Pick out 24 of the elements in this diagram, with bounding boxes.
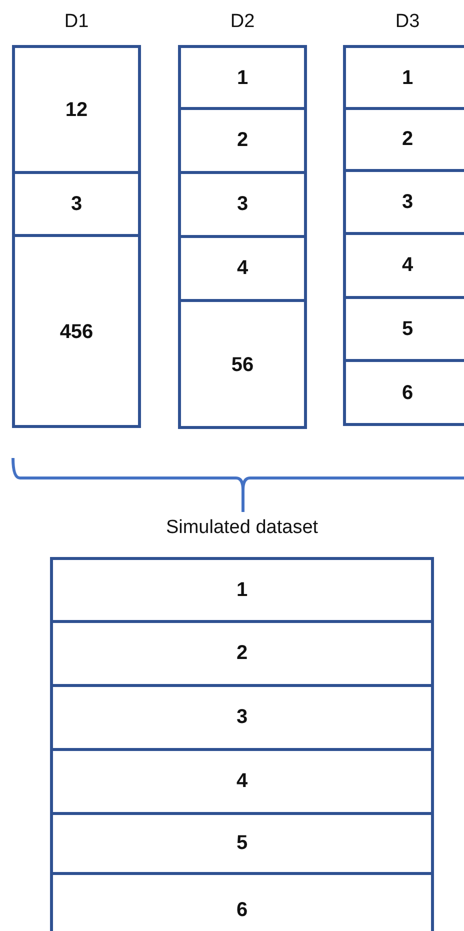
table-cell: 2 [181,107,304,171]
table-cell: 56 [181,299,304,428]
table-cell: 2 [53,620,431,684]
table-cell: 5 [53,812,431,872]
table-cell: 4 [346,232,464,296]
table-cell: 12 [15,48,138,172]
table-cell: 6 [346,359,464,425]
table-heading: Simulated dataset [166,517,318,539]
table-heading: D2 [230,11,255,33]
table-heading: D3 [395,11,420,33]
table-cell: 3 [181,171,304,235]
table-cell: 1 [181,48,304,108]
table-heading: D1 [64,11,89,33]
table-cell: 3 [53,684,431,748]
table-cell: 456 [15,234,138,427]
table-cell: 1 [53,560,431,621]
table-cell: 5 [346,296,464,359]
table-cell: 2 [346,107,464,169]
table-cell: 6 [53,872,431,931]
table-cell: 1 [346,48,464,108]
table-cell: 4 [53,748,431,812]
table-cell: 4 [181,235,304,299]
table-cell: 3 [15,171,138,234]
table-cell: 3 [346,169,464,232]
